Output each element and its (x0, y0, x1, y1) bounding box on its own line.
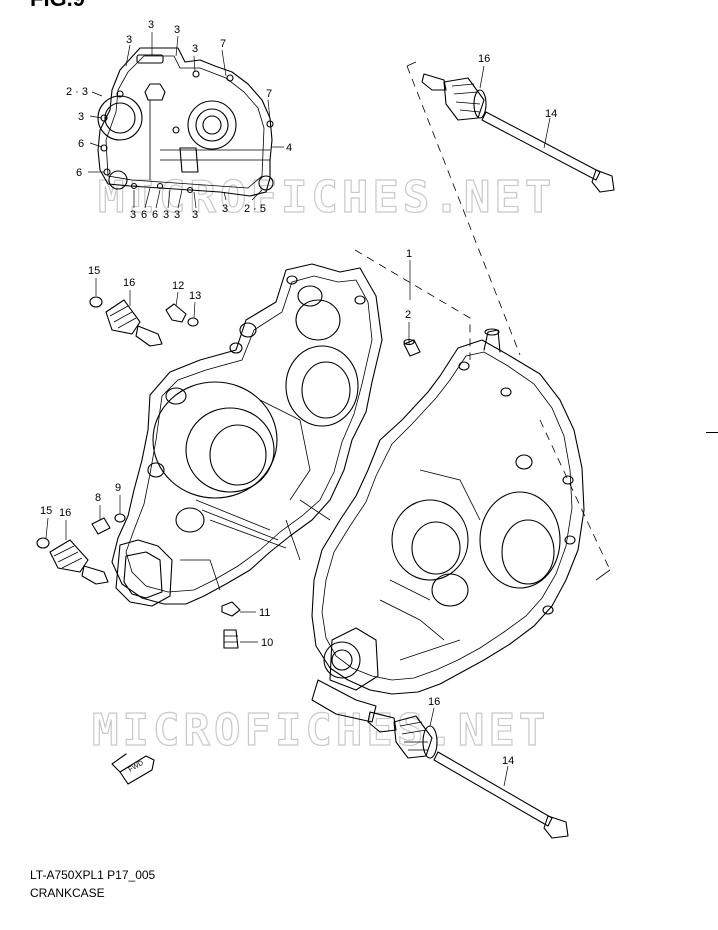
inset-callout-3i: 3 (192, 209, 198, 221)
callout-1: 1 (406, 248, 412, 260)
inset-leaders (88, 32, 284, 209)
inset-crankcase (97, 47, 274, 197)
diagram-code: LT-A750XPL1 P17_005 (30, 868, 156, 882)
inset-callout-2-5: 2 · 5 (244, 203, 266, 215)
inset-callouts: 3 3 3 3 7 7 4 2 · 3 3 6 6 3 6 6 3 3 3 3 … (66, 19, 292, 221)
assembly-guide-2 (406, 65, 521, 356)
inset-callout-3f: 3 (130, 209, 136, 221)
inset-callout-3d: 3 (192, 43, 198, 55)
inset-callout-2-3: 2 · 3 (66, 86, 88, 98)
callout-16-lower-right: 16 (428, 696, 440, 708)
callout-14-lower: 14 (502, 755, 514, 767)
inset-callout-6a: 6 (78, 138, 84, 150)
inset-callout-3a: 3 (148, 19, 154, 31)
right-crankcase-half (311, 328, 585, 723)
callout-2: 2 (405, 309, 411, 321)
callout-15-upper: 15 (88, 265, 100, 277)
inset-callout-3c: 3 (126, 34, 132, 46)
part-11-plug (221, 601, 241, 617)
callout-16-upper-left: 16 (123, 277, 135, 289)
figure-title: FIG.9 (30, 0, 85, 12)
watermark-top: MICROFICHES.NET (98, 172, 555, 223)
fwd-arrow-icon: FWD (111, 753, 155, 785)
inset-callout-3h: 3 (174, 209, 180, 221)
callout-11: 11 (259, 607, 270, 619)
inset-callout-7a: 7 (220, 38, 226, 50)
part-14-long-bolt-upper (481, 111, 615, 193)
inset-callout-6d: 6 (152, 209, 158, 221)
main-leaders (45, 65, 551, 787)
part-8-bolt (91, 513, 126, 535)
watermark-bottom: MICROFICHES.NET (92, 705, 549, 756)
callout-10: 10 (261, 637, 273, 649)
part-16-upper-right (421, 73, 487, 121)
callout-16-upper-right: 16 (478, 53, 490, 65)
inset-callout-3e: 3 (78, 111, 84, 123)
part-16-upper (89, 296, 163, 347)
dowel-pin-2 (403, 338, 421, 357)
part-16-middle (36, 537, 109, 585)
inset-callout-6b: 6 (76, 167, 82, 179)
inset-callout-4: 4 (286, 142, 292, 154)
callout-8: 8 (95, 492, 101, 504)
inset-callout-7b: 7 (266, 88, 272, 100)
assembly-guide-1 (354, 249, 471, 360)
diagram-name: CRANKCASE (30, 886, 105, 900)
part-10-bolt (223, 629, 239, 649)
callout-15-middle: 15 (40, 505, 52, 517)
left-crankcase-half (111, 263, 383, 607)
callout-13: 13 (189, 290, 201, 302)
callout-12: 12 (172, 280, 184, 292)
main-callouts: 1 2 16 14 15 16 12 13 15 16 8 9 11 10 16… (40, 53, 557, 767)
assembly-guide-3 (539, 419, 611, 571)
inset-callout-3b: 3 (174, 24, 180, 36)
inset-callout-3j: 3 (222, 203, 228, 215)
callout-16-middle: 16 (59, 507, 71, 519)
callout-9: 9 (115, 482, 121, 494)
inset-callout-3g: 3 (163, 209, 169, 221)
part-12-fitting (165, 303, 199, 327)
callout-14-upper: 14 (545, 108, 557, 120)
edge-tick (706, 432, 718, 433)
inset-callout-6c: 6 (141, 209, 147, 221)
fwd-label: FWD (128, 760, 145, 774)
part-14-long-bolt-lower (433, 751, 569, 839)
